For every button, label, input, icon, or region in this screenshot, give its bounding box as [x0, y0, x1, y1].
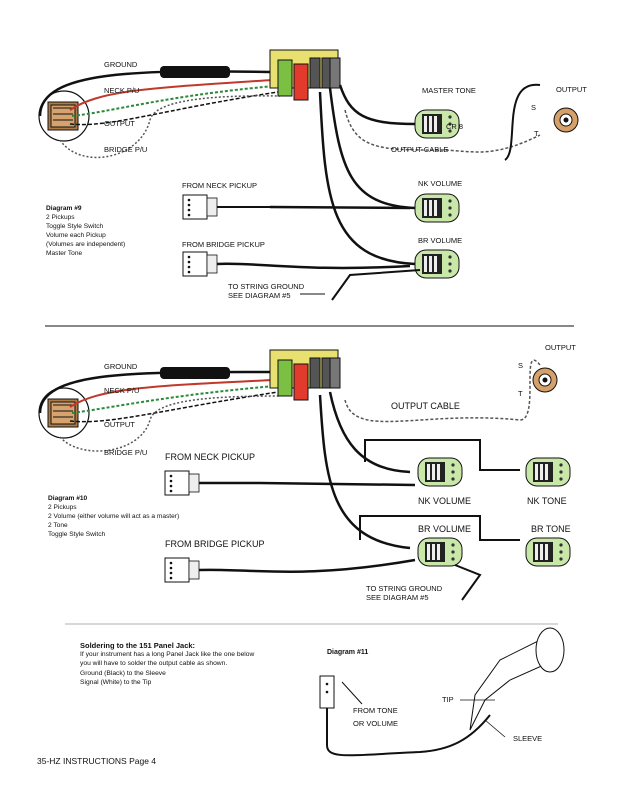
- d10-string-ground-label: TO STRING GROUND: [366, 584, 443, 593]
- nk-volume-pot: [414, 193, 460, 223]
- note-line: 2 Tone: [48, 522, 68, 529]
- output-jack-icon: [553, 107, 579, 133]
- d10-nk-volume-label: NK VOLUME: [418, 496, 471, 506]
- d10-ground-label: GROUND: [104, 362, 138, 371]
- note-title: Diagram #10: [48, 495, 88, 502]
- note-line: 2 Pickups: [46, 214, 75, 221]
- d11-volume-label: OR VOLUME: [353, 719, 398, 728]
- bridge-wire: [59, 95, 281, 159]
- d9-t-label: T: [534, 129, 539, 138]
- d9-br-volume-label: BR VOLUME: [418, 236, 462, 245]
- d9-from-bridge-label: FROM BRIDGE PICKUP: [182, 240, 265, 249]
- d10-bridge-label: BRIDGE P/U: [104, 448, 147, 457]
- pot-marking: CR 8: [446, 122, 463, 131]
- soldering-line: Ground (Black) to the Sleeve: [80, 669, 166, 677]
- note-line: (Volumes are independent): [46, 241, 126, 248]
- d9-string-ground-label: TO STRING GROUND: [228, 282, 305, 291]
- diagram-10-note: Diagram #10 2 Pickups 2 Volume (either v…: [48, 494, 179, 539]
- d9-see-diagram-label: SEE DIAGRAM #5: [228, 291, 291, 300]
- bridge-pickup-connector: [182, 251, 218, 277]
- d10-s-label: S: [518, 361, 523, 370]
- d9-nk-volume-label: NK VOLUME: [418, 179, 462, 188]
- d10-output-jack-label: OUTPUT: [545, 343, 576, 352]
- d10-br-volume-label: BR VOLUME: [418, 524, 471, 534]
- page-footer: 35-HZ INSTRUCTIONS Page 4: [37, 756, 157, 766]
- neck-pickup-connector: [164, 470, 200, 496]
- panel-jack-icon: [535, 627, 565, 673]
- d9-s-label: S: [531, 103, 536, 112]
- soldering-line: If your instrument has a long Panel Jack…: [80, 651, 255, 659]
- d10-neck-label: NECK P/U: [104, 386, 139, 395]
- d9-from-neck-label: FROM NECK PICKUP: [182, 181, 257, 190]
- soldering-title: Soldering to the 151 Panel Jack:: [80, 641, 196, 650]
- d10-from-neck-label: FROM NECK PICKUP: [165, 452, 255, 462]
- d10-from-bridge-label: FROM BRIDGE PICKUP: [165, 539, 265, 549]
- d11-tip-label: TIP: [442, 695, 454, 704]
- br-volume-pot: [414, 249, 460, 279]
- nk-tone-pot: [525, 457, 571, 487]
- diagram-9-note: Diagram #9 2 Pickups Toggle Style Switch…: [46, 204, 125, 258]
- d9-bridge-label: BRIDGE P/U: [104, 145, 147, 154]
- soldering-line: Signal (White) to the Tip: [80, 678, 152, 686]
- d10-t-label: T: [518, 389, 523, 398]
- note-title: Diagram #9: [46, 205, 82, 212]
- d9-ground-label: GROUND: [104, 60, 138, 69]
- nk-volume-pot: [417, 457, 463, 487]
- d10-output-cable-label: OUTPUT CABLE: [391, 401, 460, 411]
- d10-br-tone-label: BR TONE: [531, 524, 571, 534]
- note-line: Master Tone: [46, 250, 83, 257]
- note-line: Volume each Pickup: [46, 232, 106, 239]
- note-line: Toggle Style Switch: [48, 531, 106, 538]
- soldering-line: you will have to solder the output cable…: [80, 660, 228, 668]
- d10-output-label: OUTPUT: [104, 420, 135, 429]
- diagram-11: Diagram #11 FROM TONE OR VOLUME TIP SLEE…: [319, 627, 565, 757]
- d9-output-label: OUTPUT: [104, 119, 135, 128]
- d11-title: Diagram #11: [327, 649, 368, 656]
- neck-wire: [69, 79, 273, 111]
- output-wire: [69, 91, 279, 126]
- output-jack-icon: [532, 367, 558, 393]
- br-volume-pot: [417, 537, 463, 567]
- d9-output-cable-label: OUTPUT CABLE: [391, 145, 448, 154]
- cable-sleeve: [160, 66, 230, 78]
- neck-pickup-connector: [182, 194, 218, 220]
- d9-neck-label: NECK P/U: [104, 86, 139, 95]
- soldering-note: Soldering to the 151 Panel Jack: If your…: [80, 641, 254, 687]
- note-line: 2 Pickups: [48, 504, 77, 511]
- d11-sleeve-label: SLEEVE: [513, 734, 542, 743]
- note-line: 2 Volume (either volume will act as a ma…: [48, 513, 180, 520]
- note-line: Toggle Style Switch: [46, 223, 104, 230]
- diagram-9: GROUND NECK P/U OUTPUT BRIDGE P/U MASTER…: [38, 49, 587, 301]
- d9-master-tone-label: MASTER TONE: [422, 86, 476, 95]
- diagram-10: GROUND NECK P/U OUTPUT BRIDGE P/U OUTPUT…: [38, 343, 576, 602]
- d10-nk-tone-label: NK TONE: [527, 496, 567, 506]
- d10-see-diagram-label: SEE DIAGRAM #5: [366, 593, 429, 602]
- bridge-pickup-connector: [164, 557, 200, 583]
- d11-from-label: FROM TONE: [353, 706, 398, 715]
- d9-output-jack-label: OUTPUT: [556, 85, 587, 94]
- neck-wire-2: [71, 85, 276, 117]
- br-tone-pot: [525, 537, 571, 567]
